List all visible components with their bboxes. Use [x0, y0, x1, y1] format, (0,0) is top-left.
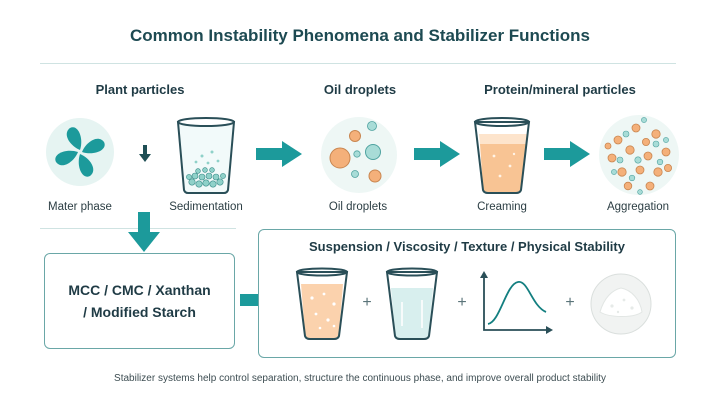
arrow-right-icon — [256, 141, 302, 167]
caption-water-phase: Mater phase — [48, 201, 112, 213]
aggregation-particles-icon — [599, 115, 679, 195]
down-arrow-icon — [128, 212, 160, 252]
caption-sedimentation: Sedimentation — [169, 201, 243, 213]
arrow-right-icon — [544, 141, 590, 167]
stabilizer-line-2: / Modified Starch — [83, 304, 196, 320]
suspension-glass-icon — [295, 267, 349, 340]
caption-oil-droplets: Oil droplets — [328, 201, 388, 213]
page-title: Common Instability Phenomena and Stabili… — [130, 26, 590, 45]
sedimentation-glass-icon — [176, 117, 236, 194]
oil-droplets-icon — [321, 117, 397, 193]
header-plant-particles: Plant particles — [95, 82, 185, 97]
plus-sign: + — [457, 294, 467, 311]
down-arrow-small-icon — [139, 145, 151, 162]
plus-sign: + — [565, 294, 575, 311]
stabilizer-line-1: MCC / CMC / Xanthan — [68, 282, 211, 298]
header-protein-mineral: Protein/mineral particles — [484, 82, 636, 97]
viscosity-curve-icon — [480, 271, 553, 334]
water-phase-icon — [46, 118, 114, 186]
plus-sign: + — [362, 294, 372, 311]
header-oil-droplets: Oil droplets — [323, 82, 397, 97]
title-divider — [40, 63, 676, 64]
caption-aggregation: Aggregation — [606, 201, 670, 213]
footer-note: Stabilizer systems help control separati… — [114, 373, 606, 384]
caption-creaming: Creaming — [477, 201, 527, 213]
arrow-right-icon — [414, 141, 460, 167]
functions-title: Suspension / Viscosity / Texture / Physi… — [309, 239, 625, 254]
creaming-glass-icon — [473, 117, 531, 194]
stabilizer-box — [44, 253, 235, 349]
viscosity-glass-icon — [385, 267, 439, 340]
stabilizer-powder-icon — [590, 273, 652, 335]
